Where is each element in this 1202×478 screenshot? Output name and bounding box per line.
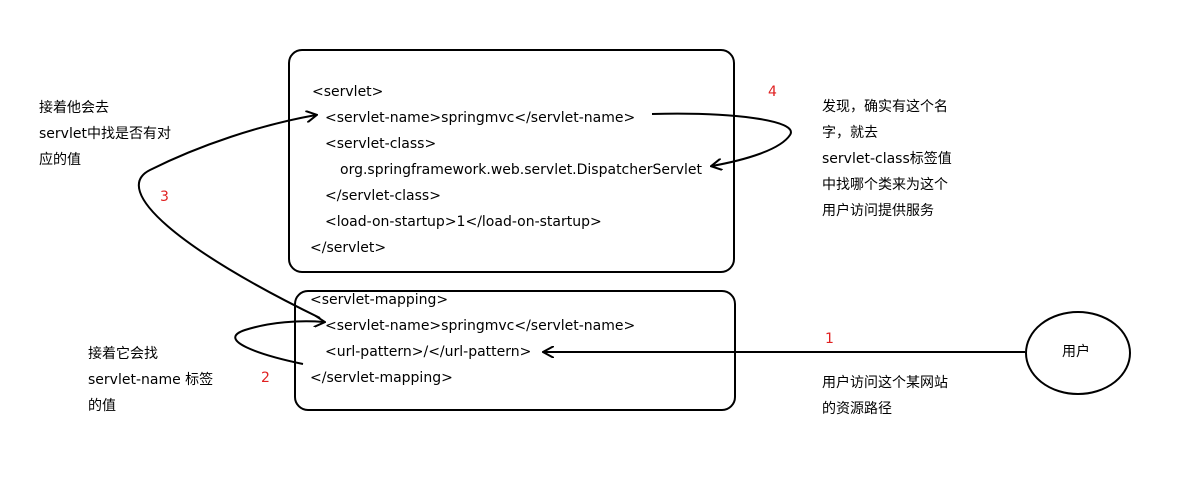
note-line: 的值 (88, 398, 116, 414)
arrow-step-4 (651, 112, 792, 166)
note-line: 中找哪个类来为这个 (822, 177, 948, 193)
note-line: 字，就去 (822, 125, 878, 141)
mapping-servlet-name-tag: <servlet-name>springmvc</servlet-name> (325, 318, 636, 334)
note-line: 的资源路径 (822, 401, 892, 417)
servlet-name-tag: <servlet-name>springmvc</servlet-name> (325, 110, 636, 126)
note-line: 接着他会去 (39, 100, 109, 116)
note-line: 发现，确实有这个名 (822, 99, 948, 115)
url-pattern-tag: <url-pattern>/</url-pattern> (325, 344, 532, 360)
servlet-mapping-block (294, 290, 736, 411)
mapping-close-tag: </servlet-mapping> (310, 370, 453, 386)
note-line: 用户访问这个某网站 (822, 375, 948, 391)
mapping-open-tag: <servlet-mapping> (310, 292, 449, 308)
user-node (1025, 311, 1131, 395)
servlet-class-open-tag: <servlet-class> (325, 136, 437, 152)
step-4-note: 发现，确实有这个名 字，就去 servlet-class标签值 中找哪个类来为这… (822, 94, 952, 224)
step-2-note: 接着它会找 servlet-name 标签 的值 (88, 341, 213, 419)
arrow-step-3 (137, 115, 321, 319)
servlet-class-value: org.springframework.web.servlet.Dispatch… (340, 162, 703, 178)
note-line: 用户访问提供服务 (822, 203, 934, 219)
load-on-startup-tag: <load-on-startup>1</load-on-startup> (325, 214, 602, 230)
note-line: 应的值 (39, 152, 81, 168)
user-label: 用户 (1062, 344, 1090, 360)
arrow-step-2 (234, 321, 324, 365)
note-line: servlet中找是否有对 (39, 126, 171, 142)
step-number-2: 2 (261, 370, 270, 386)
step-number-1: 1 (825, 331, 834, 347)
note-line: servlet-name 标签 (88, 372, 214, 388)
step-number-4: 4 (768, 84, 777, 100)
step-number-3: 3 (160, 189, 169, 205)
step-3-note: 接着他会去 servlet中找是否有对 应的值 (39, 95, 171, 173)
servlet-class-close-tag: </servlet-class> (325, 188, 441, 204)
servlet-block (288, 49, 735, 273)
servlet-close-tag: </servlet> (310, 240, 387, 256)
note-line: servlet-class标签值 (822, 151, 952, 167)
step-1-note: 用户访问这个某网站 的资源路径 (822, 370, 948, 422)
note-line: 接着它会找 (88, 346, 158, 362)
servlet-open-tag: <servlet> (312, 84, 384, 100)
